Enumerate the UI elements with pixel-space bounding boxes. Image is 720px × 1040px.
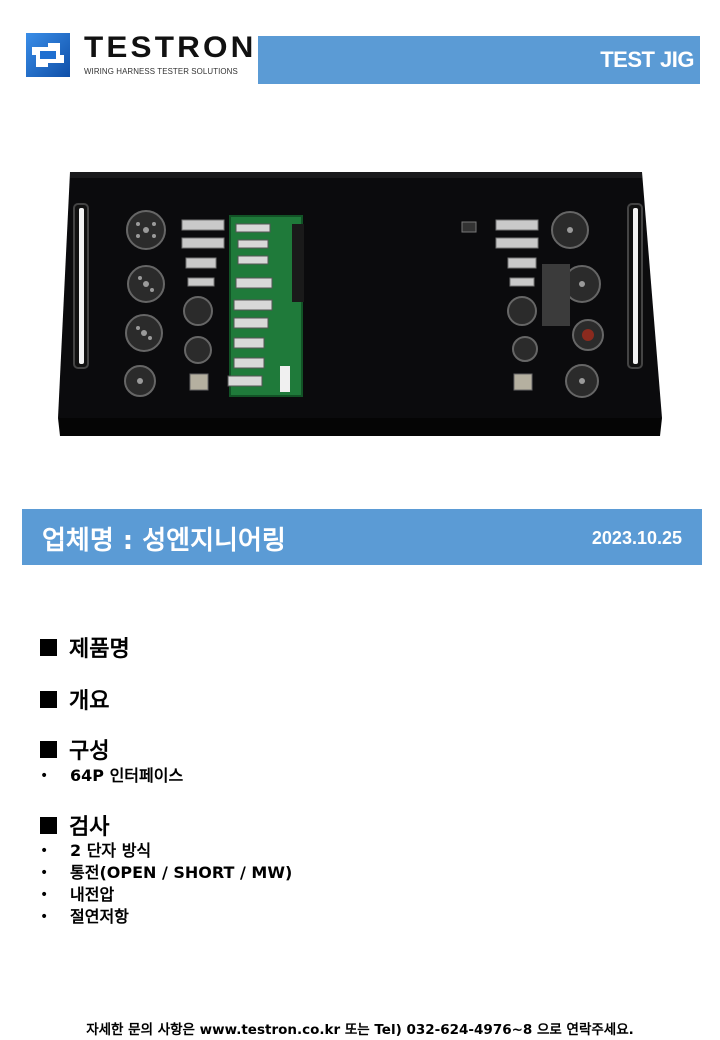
- logo-wordmark: TESTRON: [84, 31, 257, 64]
- document-date: 2023.10.25: [591, 528, 682, 548]
- square-bullet-icon: [40, 690, 57, 708]
- section-product-name: 제품명: [40, 632, 130, 662]
- section-inspection: 검사 •2 단자 방식 •통전(OPEN / SHORT / MW) •내전압 …: [40, 810, 292, 928]
- test-jig-photo: [58, 172, 662, 436]
- section-composition: 구성 •64P 인터페이스: [40, 734, 183, 787]
- logo-tagline: WIRING HARNESS TESTER SOLUTIONS: [84, 66, 238, 76]
- section-title: 구성: [69, 739, 110, 764]
- company-bar: 업체명 : 성엔지니어링 2023.10.25: [22, 509, 702, 565]
- contact-footer: 자세한 문의 사항은 www.testron.co.kr 또는 Tel) 032…: [86, 1022, 634, 1038]
- page-title: TEST JIG: [600, 47, 694, 72]
- company-name: 업체명 : 성엔지니어링: [42, 526, 286, 556]
- list-item: •64P 인터페이스: [40, 766, 184, 785]
- list-item: •내전압: [40, 885, 115, 904]
- section-title: 검사: [69, 815, 110, 840]
- bullet-dot-icon: •: [40, 909, 49, 925]
- section-heading: 개요: [40, 684, 109, 714]
- section-overview: 개요: [40, 684, 109, 714]
- title-bar: TEST JIG: [258, 36, 700, 84]
- list-item: •통전(OPEN / SHORT / MW): [40, 863, 293, 882]
- section-title: 개요: [69, 689, 110, 714]
- bullet-dot-icon: •: [40, 768, 49, 784]
- testron-logo-icon: [26, 33, 70, 77]
- list-item: •2 단자 방식: [40, 841, 152, 860]
- bullet-list: •64P 인터페이스: [40, 765, 183, 787]
- bullet-dot-icon: •: [40, 887, 49, 903]
- section-heading: 제품명: [40, 632, 130, 662]
- bullet-list: •2 단자 방식 •통전(OPEN / SHORT / MW) •내전압 •절연…: [40, 840, 292, 928]
- testron-logo: TESTRON WIRING HARNESS TESTER SOLUTIONS: [26, 31, 253, 81]
- section-heading: 구성: [40, 734, 183, 764]
- section-title: 제품명: [69, 637, 130, 662]
- bullet-dot-icon: •: [40, 865, 49, 881]
- section-heading: 검사: [40, 810, 292, 840]
- bullet-dot-icon: •: [40, 843, 49, 859]
- square-bullet-icon: [40, 816, 57, 834]
- square-bullet-icon: [40, 638, 57, 656]
- square-bullet-icon: [40, 740, 57, 758]
- list-item: •절연저항: [40, 907, 129, 926]
